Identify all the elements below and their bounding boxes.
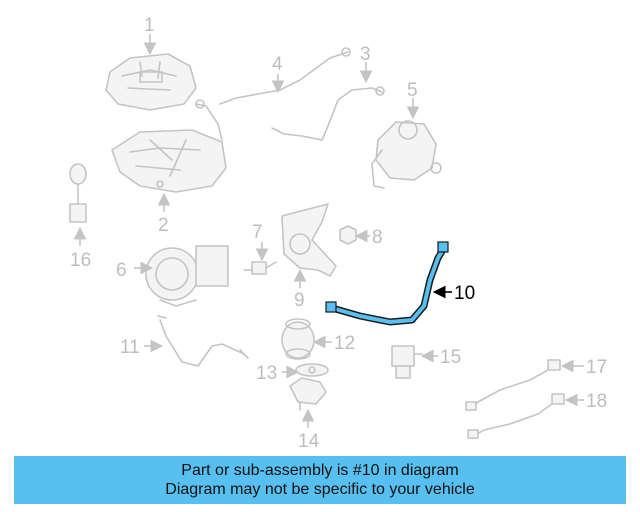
- info-banner: Part or sub-assembly is #10 in diagram D…: [14, 456, 626, 504]
- callout-12: 12: [334, 333, 355, 354]
- callout-11: 11: [120, 337, 140, 358]
- callout-14: 14: [298, 431, 320, 452]
- banner-line-1: Part or sub-assembly is #10 in diagram: [181, 462, 459, 479]
- part-16-sensor: [69, 163, 87, 223]
- callout-1: 1: [144, 15, 155, 36]
- callout-8: 8: [372, 227, 383, 248]
- part-13-gasket: [295, 363, 329, 377]
- callout-7: 7: [252, 222, 263, 243]
- callout-13: 13: [256, 363, 277, 384]
- parts-diagram: 1 2 4 3 5 16 6: [69, 15, 607, 452]
- part-9-bracket: [281, 203, 337, 277]
- part-8-nut: [339, 225, 357, 245]
- part-11-hose: [159, 319, 245, 367]
- part-1-housing: [105, 53, 197, 111]
- callout-15: 15: [440, 347, 461, 368]
- part-12-valve: [281, 318, 315, 360]
- part-4-hose: [195, 51, 349, 141]
- callout-10: 10: [454, 283, 475, 304]
- part-7-check-valve: [243, 261, 277, 275]
- callout-3: 3: [360, 44, 371, 65]
- part-6-air-pump: [145, 245, 229, 307]
- part-5-valve: [371, 120, 442, 189]
- part-15-valve: [391, 345, 423, 379]
- callout-16: 16: [70, 250, 91, 271]
- callout-9: 9: [294, 290, 305, 311]
- part-18-oxygen-sensor: [467, 393, 565, 439]
- part-3-hose: [271, 87, 383, 141]
- part-10-hose[interactable]: [325, 241, 449, 326]
- callout-18: 18: [586, 391, 607, 412]
- callout-5: 5: [407, 80, 418, 101]
- banner-line-2: Diagram may not be specific to your vehi…: [165, 481, 475, 498]
- callout-6: 6: [116, 260, 127, 281]
- part-14-valve: [289, 377, 327, 411]
- callout-17: 17: [586, 357, 607, 378]
- part-17-oxygen-sensor: [465, 359, 561, 411]
- callout-4: 4: [272, 54, 283, 75]
- callout-2: 2: [158, 215, 169, 236]
- part-2-heat-shield: [111, 129, 227, 193]
